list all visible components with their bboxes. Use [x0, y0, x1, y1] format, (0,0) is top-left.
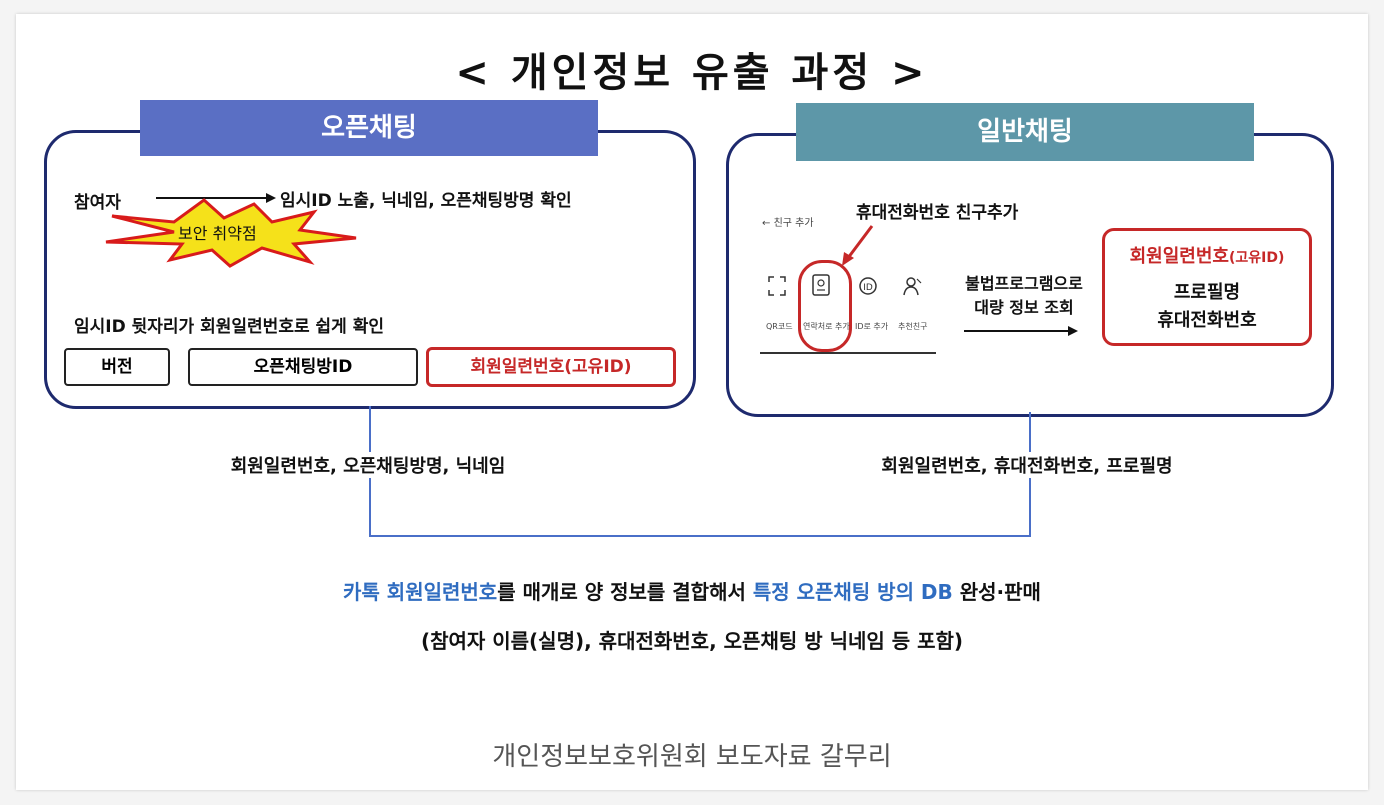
- conclusion-line-2: (참여자 이름(실명), 휴대전화번호, 오픈채팅 방 닉네임 등 포함): [420, 629, 964, 653]
- bulk-query-text: 불법프로그램으로 대량 정보 조회: [965, 274, 1083, 317]
- result-profile-name: 프로필명: [1173, 282, 1241, 303]
- id-add-icon: ID: [859, 277, 877, 295]
- conclusion-kakao-serial: 카톡 회원일련번호: [343, 580, 498, 604]
- result-box: [1102, 228, 1312, 346]
- member-serial-field: 회원일련번호(고유ID): [426, 347, 676, 387]
- result-title: 회원일련번호(고유ID): [1104, 242, 1310, 268]
- phone-screen-divider: [760, 352, 936, 354]
- screen-item-recommended: 추천친구: [898, 322, 928, 331]
- bulk-query-arrow: [964, 326, 1078, 336]
- qr-code-icon: [768, 276, 786, 296]
- result-title-suffix: (고유ID): [1228, 250, 1285, 266]
- recommended-friend-icon: [903, 277, 922, 296]
- conclusion-mediate: 를 매개로 양 정보를 결합해서: [497, 580, 753, 604]
- screen-item-contact: 연락처로 추가: [803, 322, 850, 331]
- friend-add-screen-title: ← 친구 추가: [762, 218, 814, 229]
- result-title-main: 회원일련번호: [1129, 246, 1229, 267]
- version-field: 버전: [64, 348, 170, 386]
- screen-item-id: ID로 추가: [855, 322, 889, 331]
- open-chat-header: 오픈채팅: [140, 100, 598, 156]
- image-caption: 개인정보보호위원회 보도자료 갈무리: [492, 742, 892, 772]
- svg-text:ID: ID: [863, 283, 873, 293]
- general-chat-header: 일반채팅: [796, 103, 1254, 161]
- result-phone-number: 휴대전화번호: [1157, 310, 1257, 331]
- warning-starburst-icon: [105, 198, 357, 268]
- exposure-text: 임시ID 노출, 닉네임, 오픈채팅방명 확인: [280, 191, 572, 211]
- pointer-arrow: [842, 225, 874, 266]
- diagram-title: < 개인정보 유출 과정 >: [455, 50, 929, 96]
- conclusion-line-1: 카톡 회원일련번호를 매개로 양 정보를 결합해서 특정 오픈채팅 방의 DB …: [0, 576, 1384, 605]
- left-output-text: 회원일련번호, 오픈채팅방명, 닉네임: [200, 452, 536, 478]
- exposure-arrow: [156, 193, 276, 203]
- phone-add-label: 휴대전화번호 친구추가: [856, 203, 1019, 223]
- participant-label: 참여자: [74, 193, 121, 213]
- open-chat-room-id-field: 오픈채팅방ID: [188, 348, 418, 386]
- screen-item-qr: QR코드: [766, 322, 793, 331]
- contact-book-icon: [812, 274, 830, 296]
- contact-add-highlight: [798, 260, 852, 352]
- right-output-text: 회원일련번호, 휴대전화번호, 프로필명: [852, 452, 1202, 478]
- conclusion-target-db: 특정 오픈채팅 방의 DB: [752, 580, 953, 604]
- back-arrow-icon: ←: [762, 218, 771, 229]
- conclusion-sale: 완성·판매: [952, 580, 1041, 604]
- warning-label: 보안 취약점: [178, 224, 257, 243]
- serial-note: 임시ID 뒷자리가 회원일련번호로 쉽게 확인: [74, 317, 384, 337]
